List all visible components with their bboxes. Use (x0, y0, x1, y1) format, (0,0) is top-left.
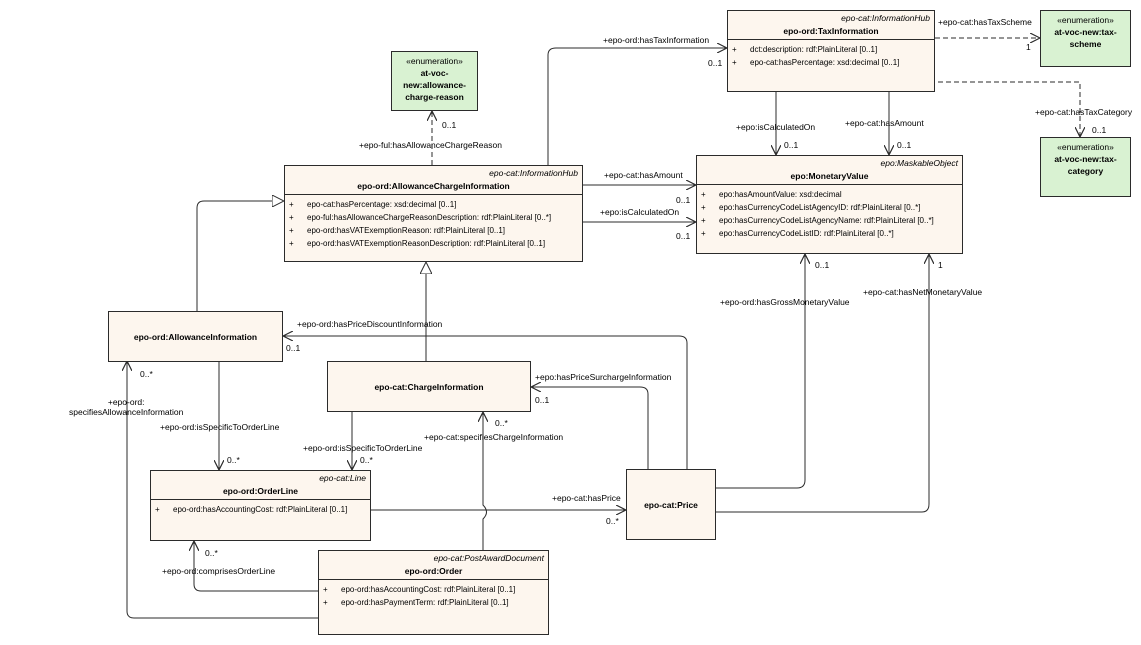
label-has-price: +epo-cat:hasPrice (552, 493, 621, 503)
multiplicity-tax-category: 0..1 (1092, 125, 1107, 135)
label-specifies-allowance: +epo-ord: specifiesAllowanceInformation (69, 397, 184, 417)
enum-stereotype: «enumeration» (1057, 142, 1114, 152)
class-name: epo-ord:TaxInformation (783, 26, 879, 36)
class-name: epo-cat:Price (644, 499, 698, 510)
multiplicity-specifies-charge: 0..* (495, 418, 508, 428)
attribute-list: +dct:description: rdf:PlainLiteral [0..1… (728, 39, 934, 72)
enum-allowance-charge-reason[interactable]: «enumeration» at-voc-new:allowance-charg… (391, 51, 478, 111)
label-has-gross-monetary-value: +epo-ord:hasGrossMonetaryValue (720, 297, 850, 307)
attribute: +epo-ord:hasVATExemptionReasonDescriptio… (289, 239, 546, 248)
label-has-price-discount: +epo-ord:hasPriceDiscountInformation (297, 319, 443, 329)
class-stereotype: epo:MaskableObject (880, 158, 959, 168)
multiplicity-allowance-orderline: 0..* (227, 455, 240, 465)
enum-tax-scheme[interactable]: «enumeration» at-voc-new:tax-scheme (1040, 10, 1131, 67)
class-stereotype: epo-cat:InformationHub (841, 13, 930, 23)
attribute: +epo:hasAmountValue: xsd:decimal (701, 190, 842, 199)
label-specifies-charge: +epo-cat:specifiesChargeInformation (424, 432, 564, 442)
multiplicity-tax-has-amount: 0..1 (897, 140, 912, 150)
class-stereotype: epo-cat:Line (319, 473, 366, 483)
multiplicity-specifies-allowance: 0..* (140, 369, 153, 379)
class-price[interactable]: epo-cat:Price (626, 469, 716, 540)
multiplicity-allowance-reason: 0..1 (442, 120, 457, 130)
multiplicity-comprises-orderline: 0..* (205, 548, 218, 558)
edge-comprises-orderline (194, 541, 318, 592)
edge-has-tax-category (930, 81, 1080, 137)
label-ac-has-amount: +epo-cat:hasAmount (604, 170, 683, 180)
label-has-tax-information: +epo-ord:hasTaxInformation (603, 35, 710, 45)
class-name: epo-ord:AllowanceInformation (133, 331, 258, 342)
attribute: +epo-ord:hasPaymentTerm: rdf:PlainLitera… (323, 598, 509, 607)
edge-has-price-discount (283, 336, 688, 469)
multiplicity-tax-info-source: 0..1 (708, 58, 723, 68)
attribute: +epo-ful:hasAllowanceChargeReasonDescrip… (289, 213, 552, 222)
label-allowance-specific-orderline: +epo-ord:isSpecificToOrderLine (160, 422, 280, 432)
class-order-line[interactable]: epo-cat:Line epo-ord:OrderLine +epo-ord:… (150, 470, 371, 541)
class-name: epo-ord:OrderLine (222, 486, 299, 496)
edge-has-tax-information (547, 48, 727, 165)
class-charge-information[interactable]: epo-cat:ChargeInformation (327, 361, 531, 412)
attribute: +epo-cat:hasPercentage: xsd:decimal [0..… (732, 58, 900, 67)
attribute: +epo:hasCurrencyCodeListAgencyName: rdf:… (701, 216, 934, 225)
multiplicity-gross-monetary: 0..1 (815, 260, 830, 270)
label-comprises-orderline: +epo-ord:comprisesOrderLine (162, 566, 276, 576)
edge-specifies-allowance (127, 361, 318, 619)
attribute: +epo-ord:hasAccountingCost: rdf:PlainLit… (323, 585, 516, 594)
enum-name: at-voc-new:tax-category (1054, 154, 1117, 176)
label-has-tax-category: +epo-cat:hasTaxCategory (1035, 107, 1133, 117)
edge-has-gross-monetary-value (716, 254, 805, 489)
edge-generalization-allowance (196, 201, 284, 311)
attribute: +epo:hasCurrencyCodeListID: rdf:PlainLit… (701, 229, 894, 238)
class-stereotype: epo-cat:PostAwardDocument (433, 553, 544, 563)
multiplicity-price-discount: 0..1 (286, 343, 301, 353)
attribute: +dct:description: rdf:PlainLiteral [0..1… (732, 45, 878, 54)
enum-name: at-voc-new:allowance-charge-reason (403, 68, 466, 102)
multiplicity-tax-calculated-on: 0..1 (784, 140, 799, 150)
label-tax-has-amount: +epo-cat:hasAmount (845, 118, 924, 128)
attribute-list: +epo:hasAmountValue: xsd:decimal +epo:ha… (697, 184, 962, 243)
label-ac-is-calculated-on: +epo:isCalculatedOn (600, 207, 680, 217)
enum-stereotype: «enumeration» (406, 56, 463, 66)
label-has-allowance-charge-reason: +epo-ful:hasAllowanceChargeReason (359, 140, 502, 150)
class-name: epo-cat:ChargeInformation (374, 381, 484, 392)
edge-has-net-monetary-value (716, 254, 929, 513)
label-tax-is-calculated-on: +epo:isCalculatedOn (736, 122, 816, 132)
label-charge-specific-orderline: +epo-ord:isSpecificToOrderLine (303, 443, 423, 453)
class-allowance-information[interactable]: epo-ord:AllowanceInformation (108, 311, 283, 362)
enum-name: at-voc-new:tax-scheme (1054, 27, 1117, 49)
class-name: epo-ord:Order (404, 566, 463, 576)
attribute-list: +epo-cat:hasPercentage: xsd:decimal [0..… (285, 194, 582, 253)
multiplicity-has-price: 0..* (606, 516, 619, 526)
class-name: epo:MonetaryValue (790, 171, 869, 181)
multiplicity-ac-has-amount: 0..1 (676, 195, 691, 205)
attribute-list: +epo-ord:hasAccountingCost: rdf:PlainLit… (151, 499, 370, 519)
edge-has-price-surcharge (531, 387, 649, 469)
class-order[interactable]: epo-cat:PostAwardDocument epo-ord:Order … (318, 550, 549, 635)
attribute-list: +epo-ord:hasAccountingCost: rdf:PlainLit… (319, 579, 548, 612)
attribute: +epo-cat:hasPercentage: xsd:decimal [0..… (289, 200, 457, 209)
attribute: +epo:hasCurrencyCodeListAgencyID: rdf:Pl… (701, 203, 921, 212)
class-allowance-charge-information[interactable]: epo-cat:InformationHub epo-ord:Allowance… (284, 165, 583, 262)
label-has-tax-scheme: +epo-cat:hasTaxScheme (938, 17, 1032, 27)
label-has-net-monetary-value: +epo-cat:hasNetMonetaryValue (863, 287, 983, 297)
class-name: epo-ord:AllowanceChargeInformation (357, 181, 510, 191)
class-tax-information[interactable]: epo-cat:InformationHub epo-ord:TaxInform… (727, 10, 935, 92)
enum-stereotype: «enumeration» (1057, 15, 1114, 25)
attribute: +epo-ord:hasVATExemptionReason: rdf:Plai… (289, 226, 506, 235)
label-has-price-surcharge: +epo:hasPriceSurchargeInformation (535, 372, 672, 382)
enum-tax-category[interactable]: «enumeration» at-voc-new:tax-category (1040, 137, 1131, 197)
multiplicity-price-surcharge: 0..1 (535, 395, 550, 405)
attribute: +epo-ord:hasAccountingCost: rdf:PlainLit… (155, 505, 348, 514)
multiplicity-net-monetary: 1 (938, 260, 943, 270)
multiplicity-charge-orderline: 0..* (360, 455, 373, 465)
class-stereotype: epo-cat:InformationHub (489, 168, 578, 178)
multiplicity-tax-scheme: 1 (1026, 42, 1031, 52)
multiplicity-ac-calculated-on: 0..1 (676, 231, 691, 241)
class-monetary-value[interactable]: epo:MaskableObject epo:MonetaryValue +ep… (696, 155, 963, 254)
edge-specifies-charge (483, 412, 487, 550)
